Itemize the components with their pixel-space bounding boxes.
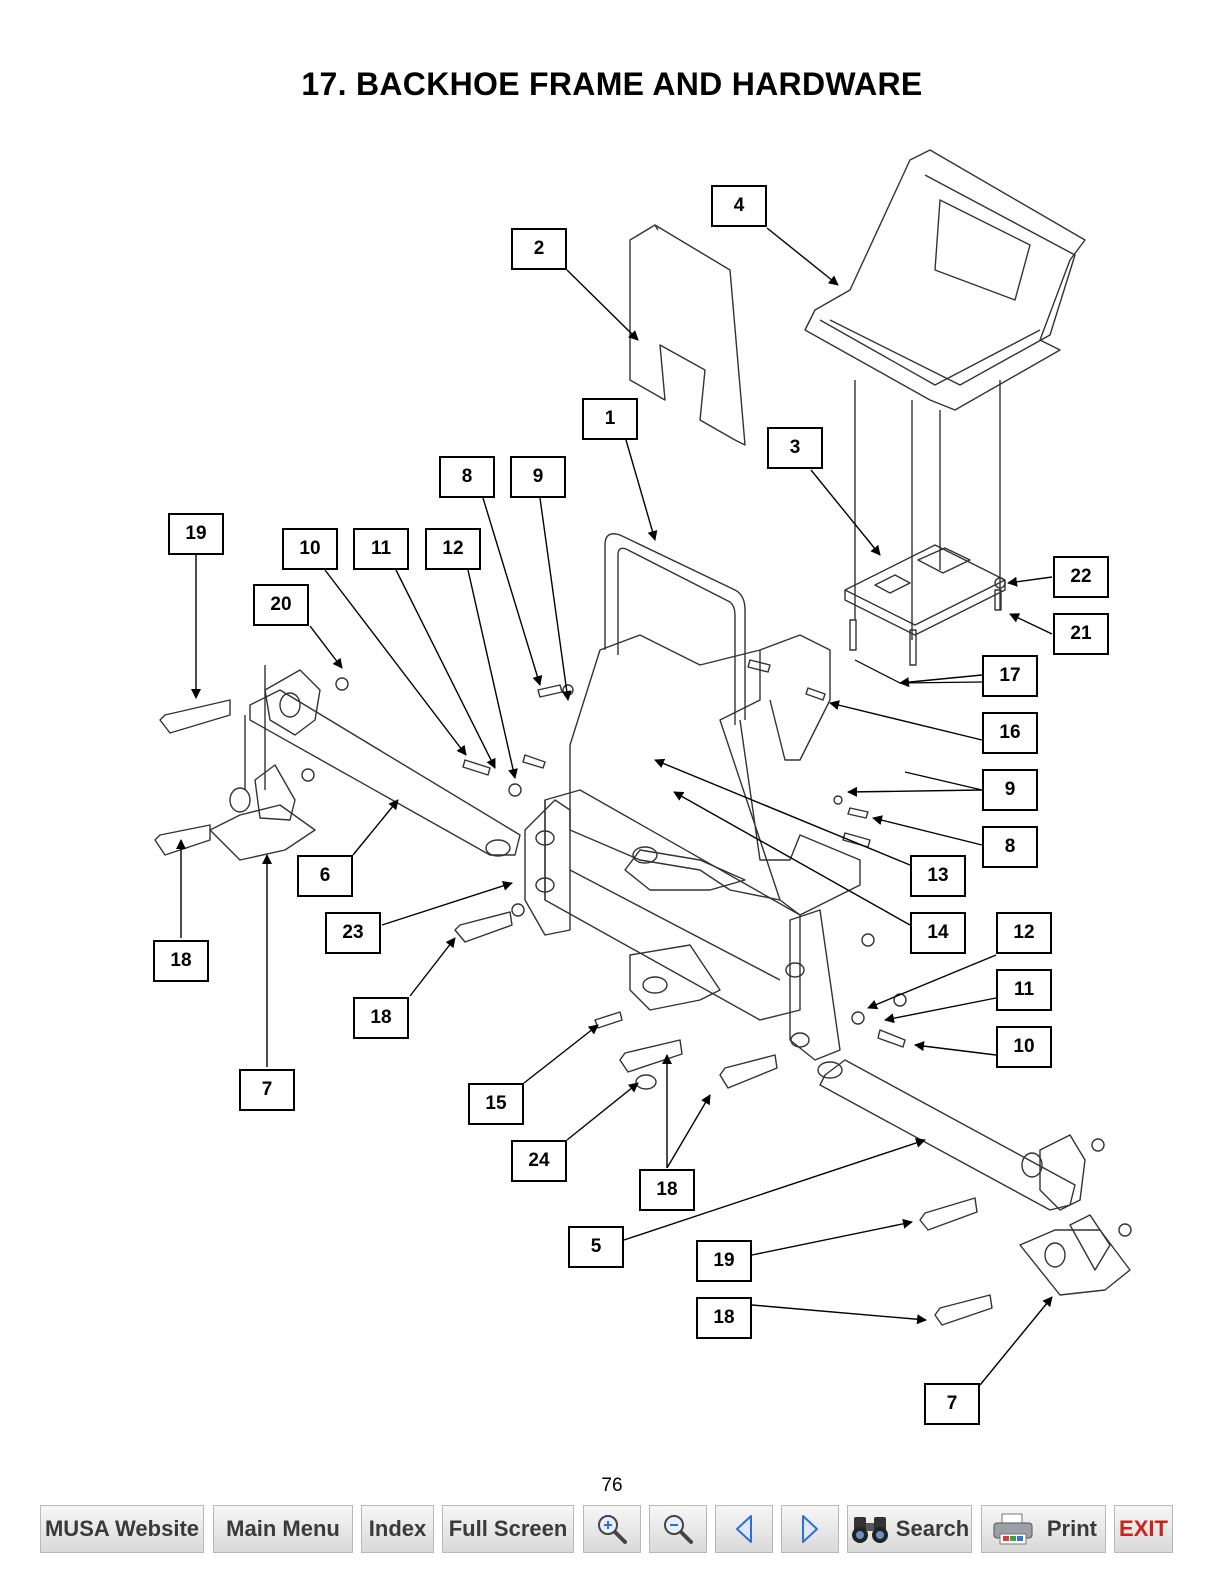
print-button[interactable]: Print — [981, 1505, 1106, 1553]
callout-label: 1 — [582, 398, 638, 440]
seat-part — [805, 150, 1085, 410]
right-axle-part — [818, 1060, 1130, 1295]
callout-label: 23 — [325, 912, 381, 954]
previous-page-button[interactable] — [715, 1505, 773, 1553]
callout-label: 8 — [439, 456, 495, 498]
binoculars-icon — [850, 1513, 890, 1545]
hand-rail-part — [605, 534, 745, 725]
callout-label: 4 — [711, 185, 767, 227]
zoom-out-icon — [661, 1512, 695, 1546]
callout-label: 18 — [353, 997, 409, 1039]
callout-label: 20 — [253, 584, 309, 626]
callout-label: 10 — [996, 1026, 1052, 1068]
search-label: Search — [896, 1516, 969, 1542]
callout-label: 6 — [297, 855, 353, 897]
callout-label: 3 — [767, 427, 823, 469]
callout-label: 5 — [568, 1226, 624, 1268]
callout-label: 21 — [1053, 613, 1109, 655]
zoom-out-button[interactable] — [649, 1505, 707, 1553]
callout-label: 7 — [924, 1383, 980, 1425]
callout-label: 18 — [639, 1169, 695, 1211]
callout-label: 19 — [168, 513, 224, 555]
main-frame-part — [525, 635, 860, 1060]
main-menu-label: Main Menu — [226, 1516, 340, 1542]
page-number: 76 — [0, 1475, 1224, 1497]
zoom-in-button[interactable] — [583, 1505, 641, 1553]
callout-label: 18 — [153, 940, 209, 982]
callout-label: 18 — [696, 1297, 752, 1339]
search-button[interactable]: Search — [847, 1505, 972, 1553]
previous-page-icon — [731, 1512, 757, 1546]
callout-label: 10 — [282, 528, 338, 570]
exit-button[interactable]: EXIT — [1114, 1505, 1173, 1553]
next-page-icon — [797, 1512, 823, 1546]
callout-label: 12 — [996, 912, 1052, 954]
zoom-in-icon — [595, 1512, 629, 1546]
callout-label: 11 — [996, 969, 1052, 1011]
exit-label: EXIT — [1119, 1516, 1168, 1542]
callout-label: 24 — [511, 1140, 567, 1182]
musa-website-label: MUSA Website — [45, 1516, 199, 1542]
cover-plate-part — [630, 225, 745, 445]
full-screen-button[interactable]: Full Screen — [442, 1505, 574, 1553]
seat-base-part — [845, 380, 1005, 640]
callout-label: 8 — [982, 826, 1038, 868]
callout-label: 17 — [982, 655, 1038, 697]
musa-website-button[interactable]: MUSA Website — [40, 1505, 204, 1553]
callout-label: 9 — [510, 456, 566, 498]
index-label: Index — [369, 1516, 426, 1542]
main-menu-button[interactable]: Main Menu — [213, 1505, 353, 1553]
printer-icon — [990, 1512, 1036, 1546]
callout-label: 22 — [1053, 556, 1109, 598]
print-label: Print — [1047, 1516, 1097, 1542]
callout-label: 19 — [696, 1240, 752, 1282]
callout-label: 9 — [982, 769, 1038, 811]
callout-label: 16 — [982, 712, 1038, 754]
full-screen-label: Full Screen — [449, 1516, 568, 1542]
index-button[interactable]: Index — [361, 1505, 434, 1553]
next-page-button[interactable] — [781, 1505, 839, 1553]
callout-label: 13 — [910, 855, 966, 897]
callout-label: 14 — [910, 912, 966, 954]
callout-label: 15 — [468, 1083, 524, 1125]
callout-label: 11 — [353, 528, 409, 570]
callout-label: 2 — [511, 228, 567, 270]
callout-label: 12 — [425, 528, 481, 570]
callout-label: 7 — [239, 1069, 295, 1111]
